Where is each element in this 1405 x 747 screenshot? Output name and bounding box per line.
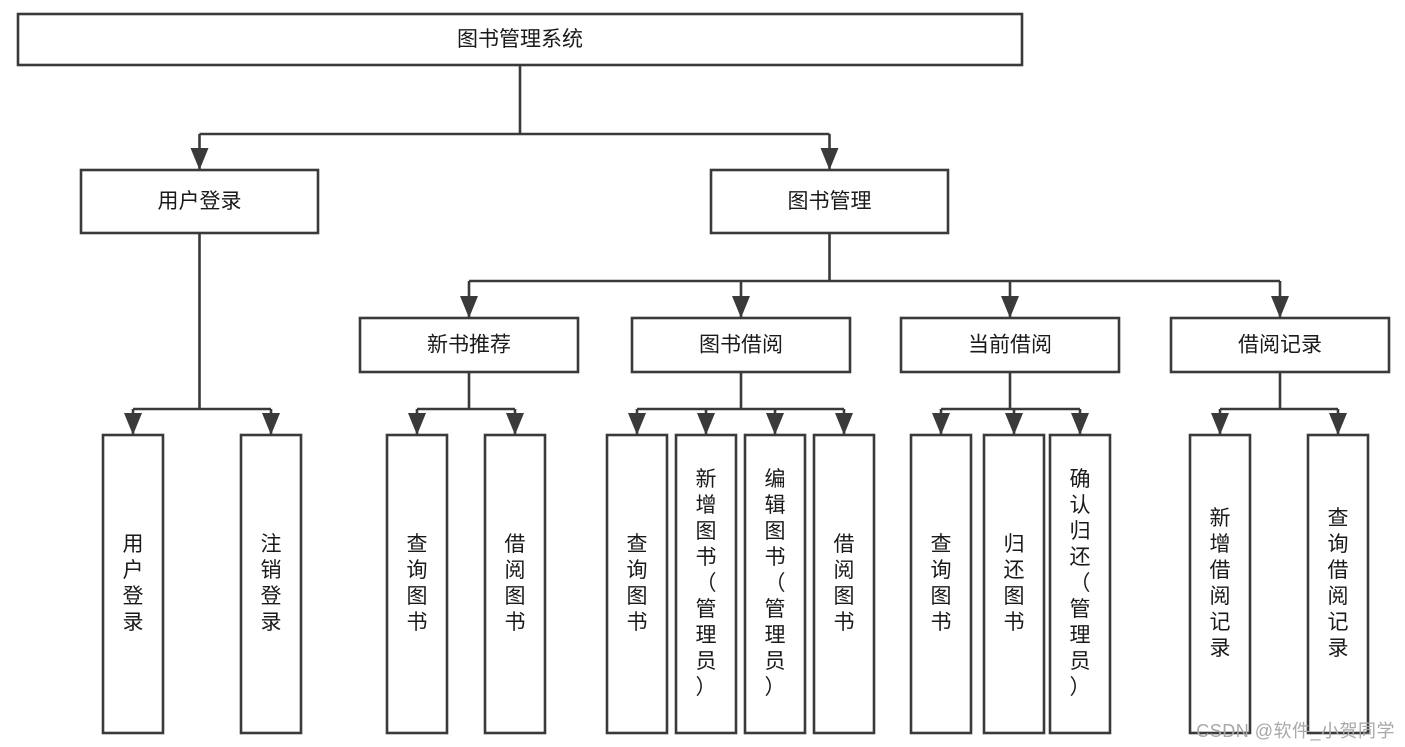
node-label-leaf-borrow-book-2: 借阅图书	[834, 533, 855, 634]
node-label-leaf-user-logout: 注销登录	[261, 533, 282, 634]
arrow-head-icon	[460, 296, 478, 318]
arrow-head-icon	[190, 148, 209, 170]
node-box-user-login[interactable]	[79, 168, 320, 235]
node-box-leaf-add-record[interactable]	[1188, 433, 1252, 735]
arrow-head-icon	[820, 148, 839, 170]
node-label-leaf-edit-book: 编辑图书（管理员）	[765, 468, 786, 699]
arrow-head-icon	[766, 413, 784, 435]
node-box-leaf-borrow-book-1[interactable]	[483, 433, 547, 735]
node-box-leaf-query-book-1[interactable]	[385, 433, 449, 735]
node-label-leaf-add-book: 新增图书（管理员）	[696, 468, 717, 699]
watermark-label: CSDN @软件_小贺同学	[1196, 721, 1395, 741]
node-label-leaf-query-book-1: 查询图书	[407, 533, 428, 634]
node-label-user-login: 用户登录	[158, 190, 242, 213]
node-box-book-manage[interactable]	[709, 168, 950, 235]
arrow-head-icon	[1211, 413, 1229, 435]
node-box-leaf-confirm-return[interactable]	[1048, 433, 1112, 735]
arrow-head-icon	[932, 413, 950, 435]
node-label-leaf-add-record: 新增借阅记录	[1210, 507, 1231, 660]
arrow-head-icon	[697, 413, 715, 435]
arrow-head-icon	[1271, 296, 1289, 318]
node-label-book-manage: 图书管理	[788, 190, 872, 213]
node-box-leaf-borrow-book-2[interactable]	[812, 433, 876, 735]
arrow-head-icon	[408, 413, 426, 435]
node-label-new-book-rec: 新书推荐	[427, 334, 511, 357]
arrow-head-icon	[732, 296, 750, 318]
node-label-leaf-query-book-2: 查询图书	[627, 533, 648, 634]
node-label-borrow-record: 借阅记录	[1238, 334, 1322, 357]
node-box-leaf-user-logout[interactable]	[239, 433, 303, 735]
node-box-leaf-query-book-2[interactable]	[605, 433, 669, 735]
node-label-leaf-query-book-3: 查询图书	[931, 533, 952, 634]
arrow-head-icon	[506, 413, 524, 435]
node-label-leaf-user-login: 用户登录	[123, 533, 144, 634]
arrow-head-icon	[124, 413, 142, 435]
arrow-head-icon	[835, 413, 853, 435]
arrow-head-icon	[628, 413, 646, 435]
node-box-leaf-query-book-3[interactable]	[909, 433, 973, 735]
arrow-head-icon	[1329, 413, 1347, 435]
node-label-leaf-query-record: 查询借阅记录	[1328, 507, 1349, 660]
node-label-root: 图书管理系统	[457, 28, 583, 51]
node-box-borrow-record[interactable]	[1169, 316, 1391, 374]
node-label-leaf-borrow-book-1: 借阅图书	[505, 533, 526, 634]
arrow-head-icon	[1071, 413, 1089, 435]
arrow-head-icon	[1005, 413, 1023, 435]
node-box-leaf-return-book[interactable]	[982, 433, 1046, 735]
arrow-head-icon	[1001, 296, 1019, 318]
node-box-leaf-edit-book[interactable]	[743, 433, 807, 735]
node-box-leaf-user-login[interactable]	[101, 433, 165, 735]
arrow-head-icon	[262, 413, 280, 435]
node-label-current-borrow: 当前借阅	[968, 334, 1052, 357]
node-label-leaf-confirm-return: 确认归还（管理员）	[1070, 468, 1091, 699]
node-label-leaf-return-book: 归还图书	[1004, 533, 1025, 634]
node-box-current-borrow[interactable]	[899, 316, 1121, 374]
node-label-book-borrow: 图书借阅	[699, 334, 783, 357]
node-box-root[interactable]	[16, 12, 1024, 67]
node-box-book-borrow[interactable]	[630, 316, 852, 374]
node-box-new-book-rec[interactable]	[358, 316, 580, 374]
